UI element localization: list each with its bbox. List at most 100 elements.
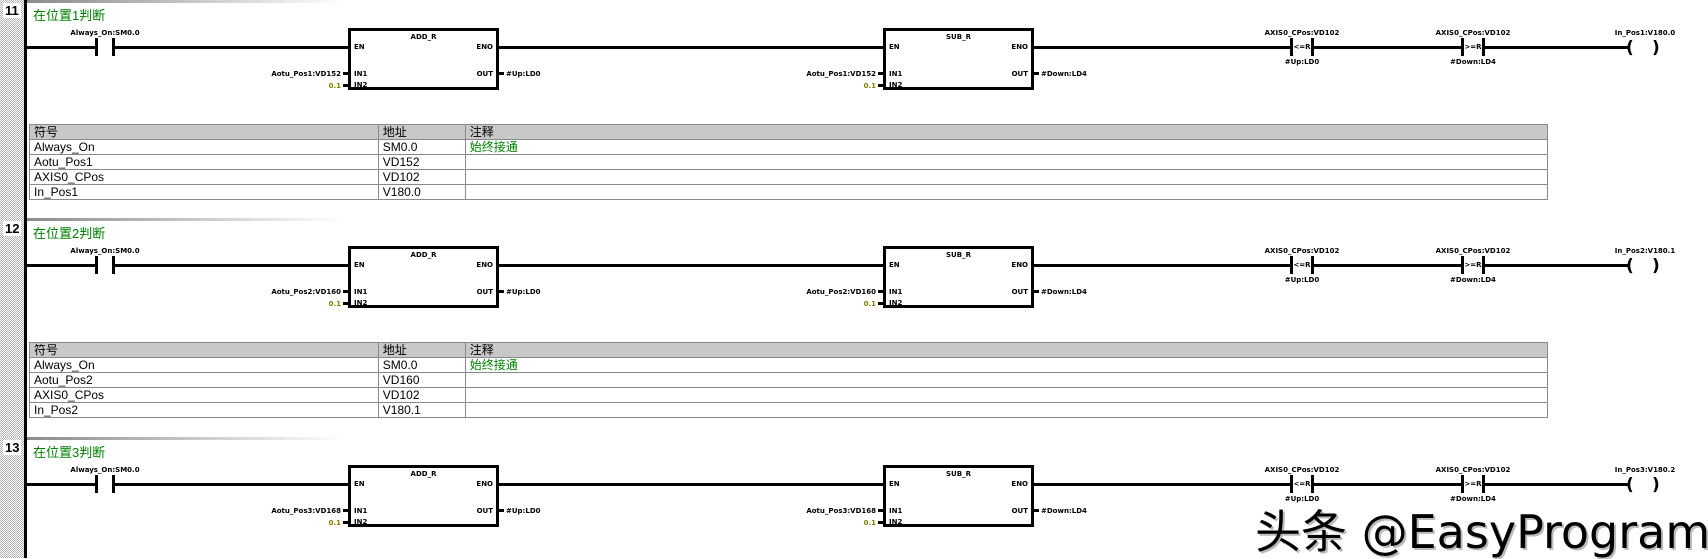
network-title[interactable]: 在位置2判断 xyxy=(33,226,106,241)
network-title[interactable]: 在位置1判断 xyxy=(33,8,106,23)
wire xyxy=(114,483,350,486)
compare-contact-left xyxy=(1290,38,1293,56)
out-operand[interactable]: #Down:LD4 xyxy=(1041,507,1087,515)
network-number: 11 xyxy=(3,3,21,18)
contact-operand[interactable]: Always_On:SM0.0 xyxy=(70,247,140,255)
comment-cell xyxy=(464,372,1549,388)
compare-contact-left xyxy=(1290,256,1293,274)
network-gutter xyxy=(0,218,24,437)
in2-operand[interactable]: 0.1 xyxy=(863,82,876,90)
coil-right-icon[interactable]: ) xyxy=(1652,38,1660,58)
network-separator xyxy=(24,0,344,3)
contact-operand[interactable]: Always_On:SM0.0 xyxy=(70,466,140,474)
compare-top-operand[interactable]: AXIS0_CPos:VD102 xyxy=(1264,466,1340,474)
in1-pin: IN1 xyxy=(889,507,903,515)
coil-operand[interactable]: In_Pos2:V180.1 xyxy=(1614,247,1676,255)
sub-r-box[interactable]: SUB_R EN ENO IN1 IN2 OUT xyxy=(883,28,1034,90)
compare-top-operand[interactable]: AXIS0_CPos:VD102 xyxy=(1435,247,1511,255)
compare-bottom-operand[interactable]: #Up:LD0 xyxy=(1284,276,1320,284)
coil-left-icon[interactable]: ( xyxy=(1626,256,1634,276)
compare-top-operand[interactable]: AXIS0_CPos:VD102 xyxy=(1264,29,1340,37)
compare-bottom-operand[interactable]: #Up:LD0 xyxy=(1284,58,1320,66)
in2-operand[interactable]: 0.1 xyxy=(328,82,341,90)
in1-operand[interactable]: Aotu_Pos2:VD160 xyxy=(271,288,341,296)
out-stub xyxy=(499,509,504,512)
add-r-box[interactable]: ADD_R EN ENO IN1 IN2 OUT xyxy=(348,28,499,90)
power-rail xyxy=(24,0,27,218)
coil-operand[interactable]: In_Pos3:V180.2 xyxy=(1614,466,1676,474)
en-pin: EN xyxy=(354,480,365,488)
power-rail xyxy=(24,218,27,437)
comment-cell xyxy=(464,387,1549,403)
compare-operator: <=R xyxy=(1293,261,1311,269)
in1-operand[interactable]: Aotu_Pos3:VD168 xyxy=(271,507,341,515)
in2-operand[interactable]: 0.1 xyxy=(328,300,341,308)
coil-operand[interactable]: In_Pos1:V180.0 xyxy=(1614,29,1676,37)
compare-bottom-operand[interactable]: #Down:LD4 xyxy=(1450,58,1496,66)
network-11[interactable]: 11 在位置1判断 Always_On:SM0.0 ADD_R EN ENO I… xyxy=(0,0,1708,218)
add-r-box[interactable]: ADD_R EN ENO IN1 IN2 OUT xyxy=(348,465,499,527)
address-cell: VD102 xyxy=(377,387,466,403)
out-operand[interactable]: #Down:LD4 xyxy=(1041,288,1087,296)
compare-bottom-operand[interactable]: #Down:LD4 xyxy=(1450,495,1496,503)
compare-bottom-operand[interactable]: #Down:LD4 xyxy=(1450,276,1496,284)
in1-operand[interactable]: Aotu_Pos1:VD152 xyxy=(806,70,876,78)
compare-top-operand[interactable]: AXIS0_CPos:VD102 xyxy=(1435,29,1511,37)
coil-right-icon[interactable]: ) xyxy=(1652,256,1660,276)
comment-cell xyxy=(464,169,1549,185)
address-cell: V180.1 xyxy=(377,402,466,418)
out-pin: OUT xyxy=(476,288,493,296)
in1-stub xyxy=(343,509,348,512)
compare-bottom-operand[interactable]: #Up:LD0 xyxy=(1284,495,1320,503)
box-title: ADD_R xyxy=(410,33,437,41)
contact-right xyxy=(112,38,115,56)
coil-right-icon[interactable]: ) xyxy=(1652,475,1660,495)
in1-operand[interactable]: Aotu_Pos1:VD152 xyxy=(271,70,341,78)
in2-pin: IN2 xyxy=(889,81,903,89)
box-title: ADD_R xyxy=(410,251,437,259)
network-13[interactable]: 13 在位置3判断 Always_On:SM0.0 ADD_R EN ENO I… xyxy=(0,437,1708,558)
in1-operand[interactable]: Aotu_Pos2:VD160 xyxy=(806,288,876,296)
in1-pin: IN1 xyxy=(354,70,368,78)
in2-stub xyxy=(878,521,883,524)
network-title[interactable]: 在位置3判断 xyxy=(33,445,106,460)
out-operand[interactable]: #Up:LD0 xyxy=(506,70,541,78)
in1-operand[interactable]: Aotu_Pos3:VD168 xyxy=(806,507,876,515)
in2-pin: IN2 xyxy=(889,299,903,307)
add-r-box[interactable]: ADD_R EN ENO IN1 IN2 OUT xyxy=(348,246,499,308)
in1-stub xyxy=(878,72,883,75)
compare-top-operand[interactable]: AXIS0_CPos:VD102 xyxy=(1435,466,1511,474)
wire xyxy=(498,46,885,49)
sub-r-box[interactable]: SUB_R EN ENO IN1 IN2 OUT xyxy=(883,246,1034,308)
in2-operand[interactable]: 0.1 xyxy=(863,300,876,308)
coil-left-icon[interactable]: ( xyxy=(1626,38,1634,58)
out-operand[interactable]: #Up:LD0 xyxy=(506,507,541,515)
in1-stub xyxy=(343,290,348,293)
out-pin: OUT xyxy=(1011,507,1028,515)
wire xyxy=(27,483,97,486)
box-title: SUB_R xyxy=(946,33,971,41)
compare-operator: >=R xyxy=(1464,261,1482,269)
out-stub xyxy=(499,72,504,75)
watermark: 头条 @EasyProgram xyxy=(1255,505,1708,559)
in2-stub xyxy=(343,84,348,87)
wire xyxy=(1033,483,1292,486)
out-pin: OUT xyxy=(476,507,493,515)
compare-top-operand[interactable]: AXIS0_CPos:VD102 xyxy=(1264,247,1340,255)
contact-right xyxy=(112,256,115,274)
in2-operand[interactable]: 0.1 xyxy=(863,519,876,527)
in2-operand[interactable]: 0.1 xyxy=(328,519,341,527)
sub-r-box[interactable]: SUB_R EN ENO IN1 IN2 OUT xyxy=(883,465,1034,527)
wire xyxy=(1312,46,1464,49)
eno-pin: ENO xyxy=(1011,43,1028,51)
network-12[interactable]: 12 在位置2判断 Always_On:SM0.0 ADD_R EN ENO I… xyxy=(0,218,1708,437)
network-gutter xyxy=(0,0,24,218)
coil-left-icon[interactable]: ( xyxy=(1626,475,1634,495)
eno-pin: ENO xyxy=(476,261,493,269)
contact-operand[interactable]: Always_On:SM0.0 xyxy=(70,29,140,37)
compare-contact-left xyxy=(1290,475,1293,493)
out-operand[interactable]: #Up:LD0 xyxy=(506,288,541,296)
out-operand[interactable]: #Down:LD4 xyxy=(1041,70,1087,78)
